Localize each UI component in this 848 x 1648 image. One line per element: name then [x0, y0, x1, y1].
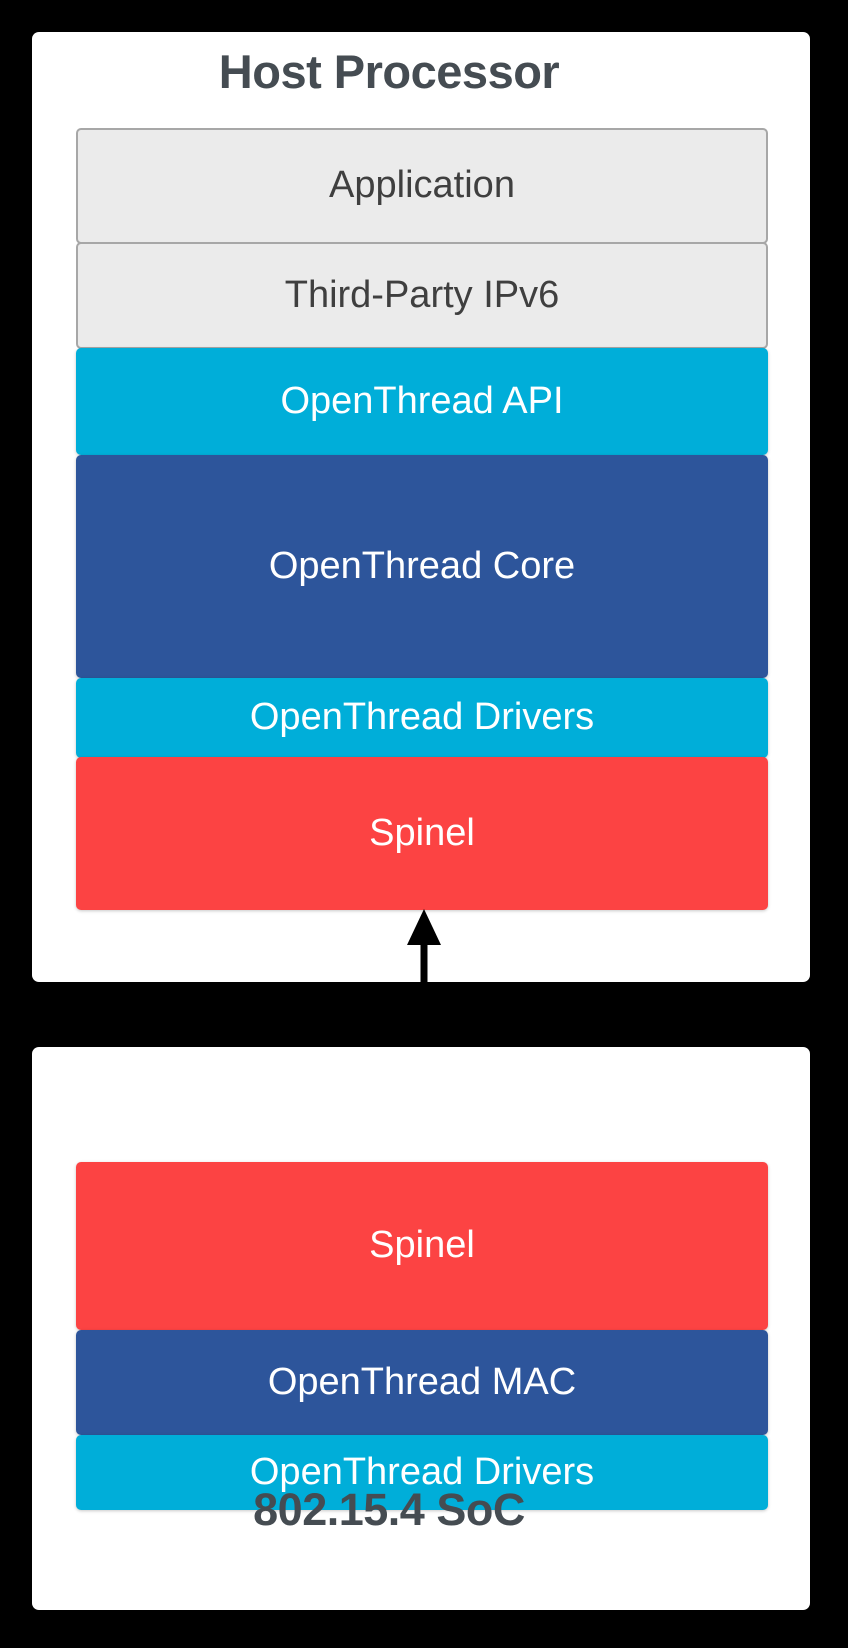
layer-spinel-host: Spinel [76, 757, 768, 910]
layer-openthread-mac: OpenThread MAC [76, 1330, 768, 1435]
layer-openthread-drivers-soc-label: OpenThread Drivers [249, 1450, 595, 1493]
layer-openthread-mac-label: OpenThread MAC [267, 1360, 577, 1403]
layer-openthread-drivers-host: OpenThread Drivers [76, 678, 768, 758]
layer-third-party-ipv6: Third-Party IPv6 [76, 242, 768, 349]
layer-openthread-core-label: OpenThread Core [268, 544, 576, 587]
soc-panel-title: 802.15.4 SoC [253, 1484, 525, 1535]
layer-openthread-api-label: OpenThread API [280, 379, 564, 422]
host-processor-title: Host Processor [218, 45, 560, 98]
layer-third-party-ipv6-label: Third-Party IPv6 [284, 273, 560, 316]
layer-openthread-drivers-soc: OpenThread Drivers [76, 1435, 768, 1510]
layer-spinel-host-label: Spinel [369, 811, 475, 854]
layer-spinel-soc: Spinel [76, 1162, 768, 1330]
layer-application: Application [76, 128, 768, 244]
layer-application-label: Application [329, 164, 515, 207]
layer-openthread-api: OpenThread API [76, 348, 768, 455]
layer-spinel-soc-label: Spinel [369, 1224, 475, 1267]
layer-openthread-drivers-host-label: OpenThread Drivers [249, 696, 595, 739]
layer-openthread-core: OpenThread Core [76, 455, 768, 678]
